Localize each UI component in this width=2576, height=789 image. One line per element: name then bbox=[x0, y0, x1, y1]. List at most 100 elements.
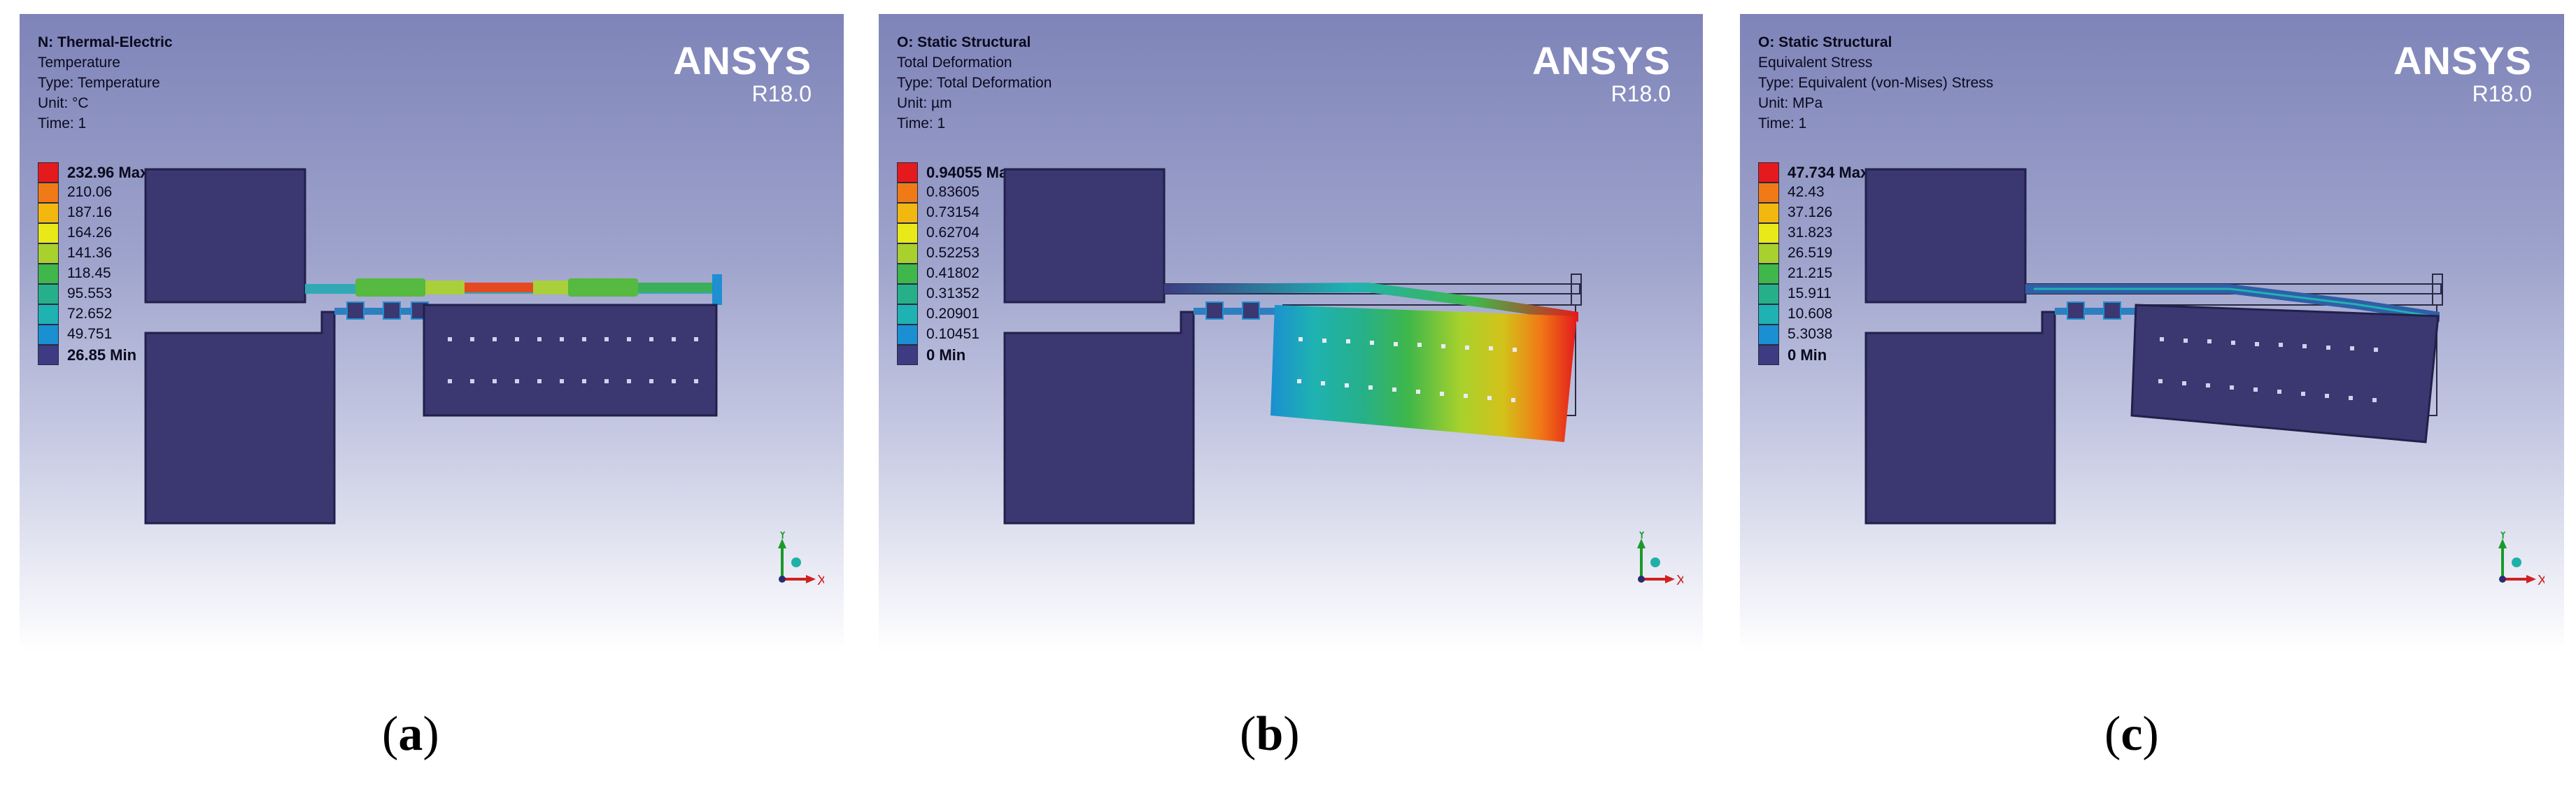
legend-max: 0.94055 Max bbox=[926, 164, 1017, 181]
legend-swatch bbox=[1758, 325, 1779, 345]
panel-total-deformation: O: Static Structural Total Deformation T… bbox=[879, 14, 1703, 652]
coordinate-triad: Y X bbox=[1637, 532, 1683, 588]
result-time: Time: 1 bbox=[38, 115, 87, 132]
result-time: Time: 1 bbox=[1758, 115, 1807, 132]
result-header: O: Static Structural Equivalent Stress T… bbox=[1758, 32, 1993, 134]
legend-swatch bbox=[38, 325, 59, 345]
result-header: O: Static Structural Total Deformation T… bbox=[897, 32, 1052, 134]
legend-swatch bbox=[1758, 223, 1779, 243]
result-type: Type: Equivalent (von-Mises) Stress bbox=[1758, 75, 1994, 91]
legend-swatch bbox=[38, 345, 59, 365]
anchor-pad-top bbox=[1003, 168, 1166, 304]
legend-value: 141.36 bbox=[67, 245, 113, 261]
legend-swatch bbox=[1758, 345, 1779, 365]
connector-block bbox=[2067, 301, 2085, 320]
legend-swatch bbox=[1758, 243, 1779, 264]
arm-end bbox=[712, 274, 722, 305]
legend-max: 232.96 Max bbox=[67, 164, 149, 181]
x-axis-label: X bbox=[2538, 573, 2545, 588]
z-axis-marker bbox=[2512, 557, 2521, 567]
legend-value: 118.45 bbox=[67, 265, 111, 281]
legend-value: 0.73154 bbox=[926, 204, 979, 220]
legend-min: 0 Min bbox=[926, 346, 966, 364]
actuator-segment bbox=[533, 280, 568, 294]
y-axis-label: Y bbox=[778, 532, 787, 542]
legend-value: 5.3038 bbox=[1788, 326, 1833, 342]
legend-swatch bbox=[897, 345, 918, 365]
legend-value: 164.26 bbox=[67, 225, 113, 241]
legend-swatch bbox=[38, 264, 59, 284]
legend-value: 21.215 bbox=[1788, 265, 1833, 281]
legend-value: 42.43 bbox=[1788, 184, 1825, 200]
anchor-pad-bottom bbox=[1864, 311, 2056, 525]
brand-name: ANSYS bbox=[1532, 38, 1671, 83]
release-holes bbox=[448, 337, 698, 383]
legend-value: 0.10451 bbox=[926, 326, 979, 342]
legend-value: 31.823 bbox=[1788, 225, 1833, 241]
legend-swatch bbox=[897, 284, 918, 304]
actuator-segment bbox=[465, 283, 533, 292]
actuator-segment bbox=[568, 278, 638, 297]
result-name: Total Deformation bbox=[897, 55, 1012, 71]
z-axis-marker bbox=[791, 557, 801, 567]
legend-value: 26.519 bbox=[1788, 245, 1833, 261]
device-model bbox=[144, 168, 722, 525]
result-unit: Unit: MPa bbox=[1758, 95, 1823, 111]
legend-value: 0.31352 bbox=[926, 285, 979, 301]
legend-swatch bbox=[1758, 203, 1779, 223]
actuator-segment bbox=[355, 278, 425, 297]
legend-value: 0.83605 bbox=[926, 184, 979, 200]
y-axis-label: Y bbox=[1637, 532, 1646, 542]
legend-swatch bbox=[38, 223, 59, 243]
anchor-pad-top bbox=[144, 168, 306, 304]
result-header: N: Thermal-Electric Temperature Type: Te… bbox=[38, 32, 173, 134]
device-model bbox=[1864, 168, 2443, 525]
analysis-name: O: Static Structural bbox=[897, 34, 1031, 50]
caption-letter: c bbox=[2121, 707, 2143, 761]
x-axis-label: X bbox=[817, 573, 824, 588]
legend-swatch bbox=[897, 243, 918, 264]
analysis-name: N: Thermal-Electric bbox=[38, 34, 173, 50]
release-holes bbox=[1297, 337, 1517, 402]
deformed-mirror-plate bbox=[2130, 304, 2440, 443]
arm-stress-highlight bbox=[2034, 287, 2437, 318]
result-type: Type: Total Deformation bbox=[897, 75, 1052, 91]
mirror-plate bbox=[423, 304, 718, 417]
connector-block bbox=[2103, 301, 2121, 320]
result-time: Time: 1 bbox=[897, 115, 946, 132]
coordinate-triad: Y X bbox=[2498, 532, 2545, 588]
legend-swatch bbox=[38, 243, 59, 264]
result-unit: Unit: °C bbox=[38, 95, 89, 111]
legend-value: 0.52253 bbox=[926, 245, 979, 261]
deformed-arm bbox=[2025, 284, 2440, 322]
deformed-arm bbox=[1164, 283, 1578, 322]
ansys-logo: ANSYS R18.0 bbox=[673, 41, 812, 107]
legend-swatch bbox=[897, 162, 918, 183]
anchor-pad-bottom bbox=[144, 311, 336, 525]
anchor-pad-bottom bbox=[1003, 311, 1195, 525]
legend-value: 37.126 bbox=[1788, 204, 1833, 220]
connector-block bbox=[1205, 301, 1224, 320]
result-name: Temperature bbox=[38, 55, 120, 71]
legend-value: 0.20901 bbox=[926, 306, 979, 322]
coordinate-triad: Y X bbox=[778, 532, 824, 588]
brand-version: R18.0 bbox=[2472, 81, 2532, 106]
actuator-segment bbox=[638, 283, 714, 292]
legend-swatch bbox=[1758, 183, 1779, 203]
legend-swatch bbox=[38, 284, 59, 304]
brand-name: ANSYS bbox=[2393, 38, 2532, 83]
panel-equivalent-stress: O: Static Structural Equivalent Stress T… bbox=[1740, 14, 2564, 652]
caption-letter: a bbox=[398, 707, 423, 761]
legend-swatch bbox=[38, 162, 59, 183]
release-holes bbox=[2158, 337, 2378, 402]
result-name: Equivalent Stress bbox=[1758, 55, 1873, 71]
connector-block bbox=[383, 301, 401, 320]
z-axis-marker bbox=[1650, 557, 1660, 567]
legend-swatch bbox=[897, 264, 918, 284]
actuator-segment bbox=[425, 280, 465, 294]
ansys-logo: ANSYS R18.0 bbox=[2393, 38, 2532, 107]
brand-version: R18.0 bbox=[1611, 81, 1671, 106]
caption-b: (b) bbox=[1240, 707, 1300, 761]
legend-swatch bbox=[1758, 304, 1779, 325]
legend-min: 0 Min bbox=[1788, 346, 1827, 364]
